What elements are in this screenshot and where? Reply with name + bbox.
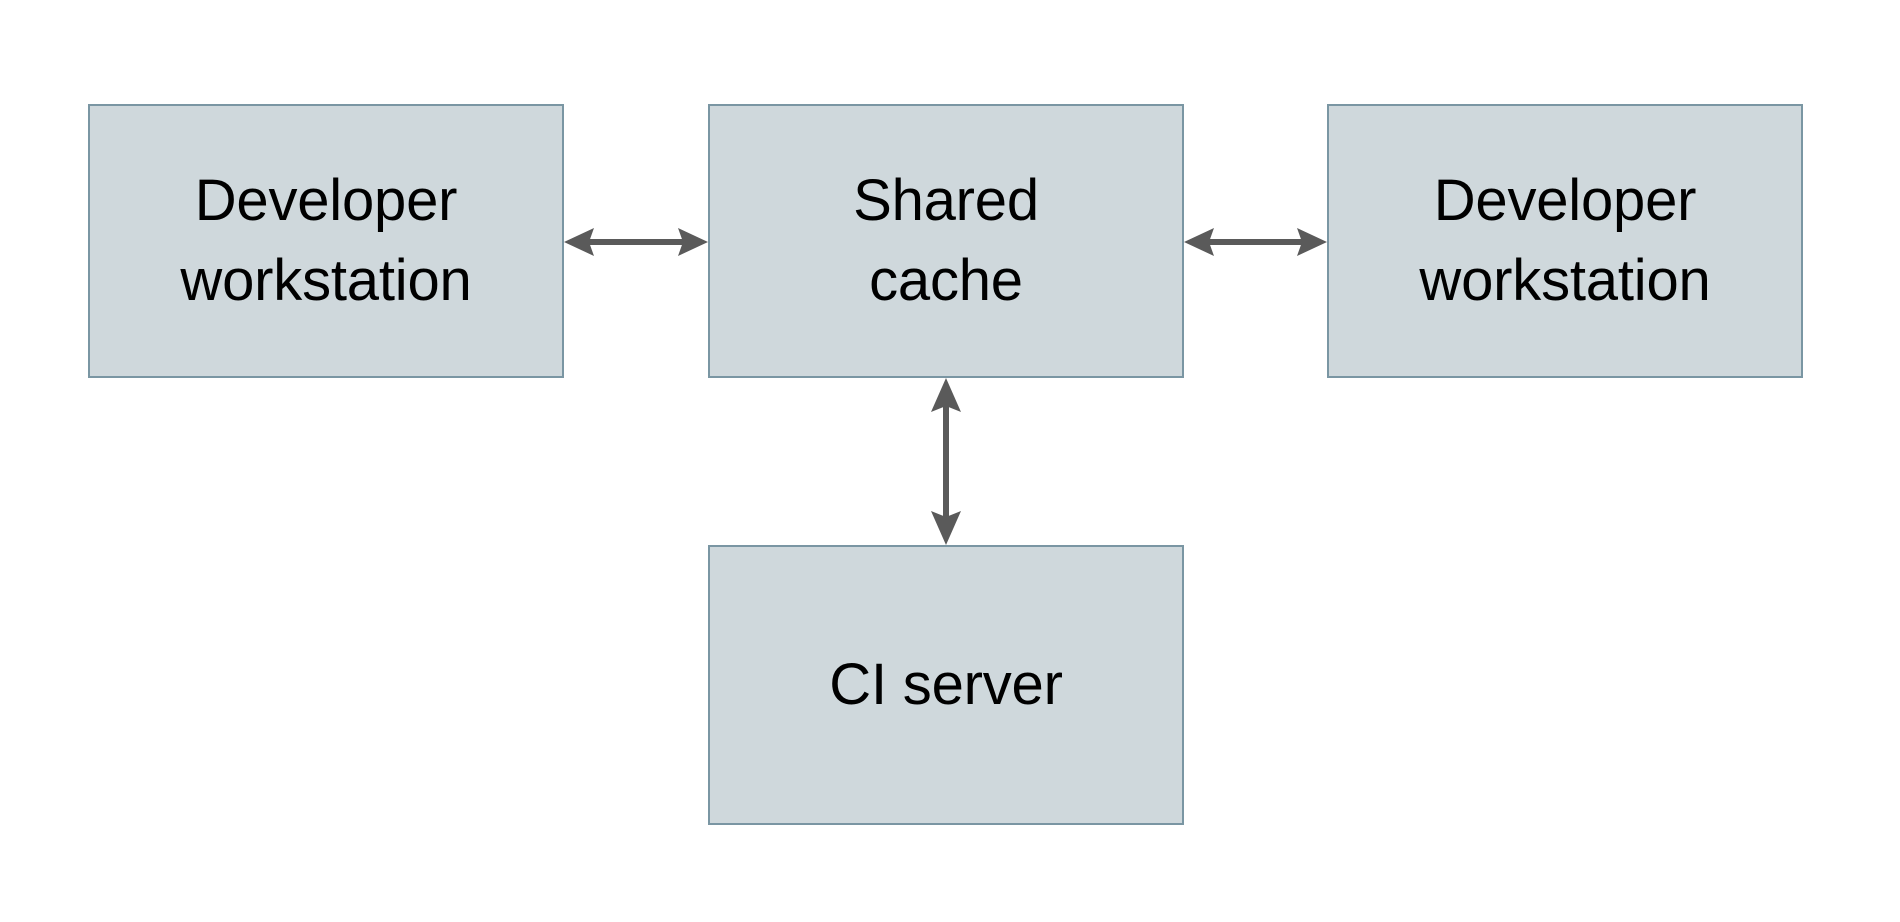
node-label: Developer workstation — [180, 167, 472, 313]
node-developer-workstation-left[interactable]: Developer workstation — [88, 104, 564, 378]
double-arrow-vertical-icon — [931, 378, 961, 545]
node-developer-workstation-right[interactable]: Developer workstation — [1327, 104, 1803, 378]
node-shared-cache[interactable]: Shared cache — [708, 104, 1184, 378]
edge-left-to-shared-cache — [564, 212, 708, 272]
node-ci-server[interactable]: CI server — [708, 545, 1184, 825]
node-label: CI server — [829, 651, 1063, 717]
edge-shared-cache-to-ci-server — [916, 378, 976, 545]
node-label: Developer workstation — [1419, 167, 1711, 313]
double-arrow-horizontal-icon — [1184, 228, 1327, 256]
edge-shared-cache-to-right — [1184, 212, 1327, 272]
double-arrow-horizontal-icon — [564, 228, 708, 256]
node-label: Shared cache — [853, 167, 1039, 313]
